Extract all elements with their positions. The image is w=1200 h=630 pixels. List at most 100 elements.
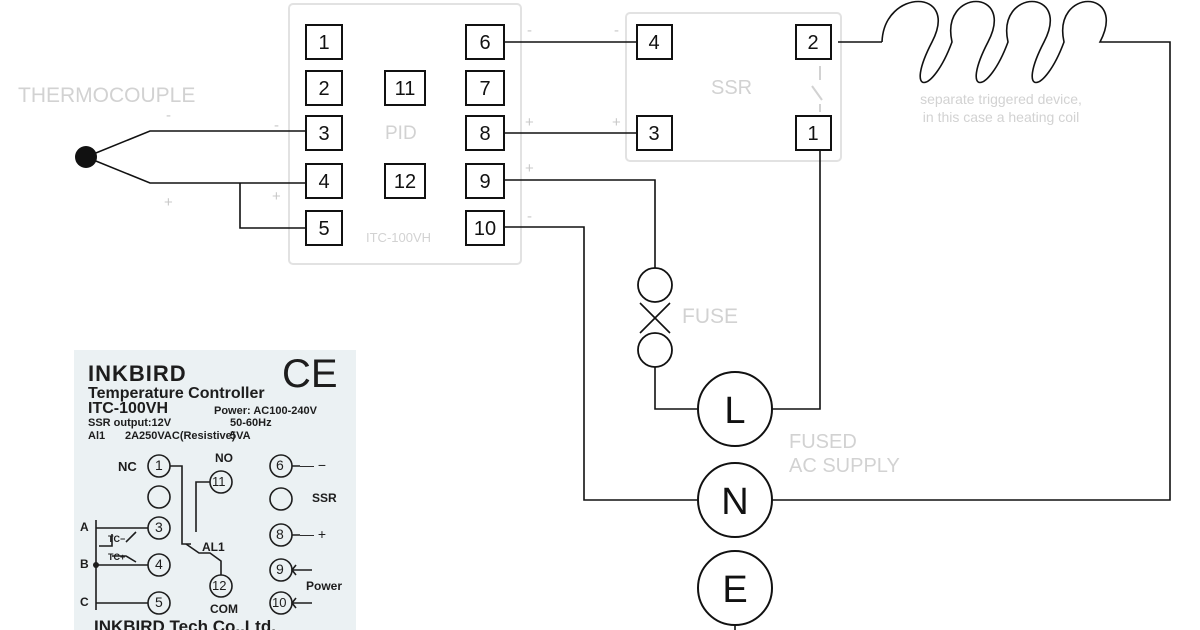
label-t12: 12 [212,578,227,593]
label-com: COM [210,602,238,616]
label-t3: 3 [155,519,163,535]
live-terminal-icon [697,371,773,447]
wire-pid10-neutral [504,226,697,501]
label-t6: 6 [276,457,284,473]
svg-text:6: 6 [479,32,490,54]
label-t11: 11 [212,474,226,489]
label-model: ITC-100VH [88,400,169,417]
live-letter: L [724,390,745,432]
ssr-t3-sign: + [612,114,621,131]
svg-text:2: 2 [807,32,818,54]
label-brand: INKBIRD [88,361,187,386]
ssr-terminal-3: 3 [636,115,673,151]
label-ssr-output: SSR output:12V [88,417,172,429]
label-frequency: 50-60Hz [230,417,272,429]
label-al1: Al1 [88,430,106,442]
wire-t4-t5 [239,183,306,229]
fuse-lower-icon [637,332,673,368]
svg-text:9: 9 [479,171,490,193]
thermocouple-label: THERMOCOUPLE [18,84,195,107]
label-t9: 9 [276,561,284,577]
wire-fuse-live [654,367,697,410]
pid-t4-sign: + [272,188,281,205]
label-product: Temperature Controller [88,385,265,402]
neutral-letter: N [721,481,748,523]
ssr-housing [625,12,842,162]
supply-label-line1: FUSED [789,431,857,453]
svg-text:12: 12 [394,171,416,193]
ssr-switch-symbol [811,66,823,112]
supply-label-line2: AC SUPPLY [789,455,900,477]
label-c: C [80,595,89,609]
svg-text:4: 4 [648,32,659,54]
svg-text:10: 10 [474,218,496,240]
label-photo-lines [93,454,312,615]
label-al1-rating: 2A250VAC(Resistive) [125,430,236,442]
pid-model-label: ITC-100VH [366,230,431,245]
fuse-upper-icon [637,267,673,303]
pid-terminal-7: 7 [465,70,505,106]
pid-t9-sign: + [525,160,534,177]
tc-wire-plus [85,156,306,184]
label-no: NO [215,451,233,465]
pid-t10-sign: - [527,208,532,225]
pid-t8-sign: + [525,114,534,131]
tc-plus-sign: + [164,194,173,211]
label-va: 5VA [230,430,251,442]
ssr-t4-sign: - [614,22,619,39]
svg-text:1: 1 [807,123,818,145]
label-t1: 1 [155,457,163,473]
pid-terminal-3: 3 [305,115,343,151]
pid-terminal-4: 4 [305,163,343,199]
pid-t6-sign: - [527,22,532,39]
svg-text:4: 4 [318,171,329,193]
wire-ssr1-live [772,150,821,410]
pid-terminal-12: 12 [384,163,426,199]
ssr-terminal-2: 2 [795,24,832,60]
pid-terminal-8: 8 [465,115,505,151]
label-tc-minus: TC− [108,534,126,544]
fuse-cross-icon [639,302,671,334]
ssr-terminal-4: 4 [636,24,673,60]
ssr-terminal-1: 1 [795,115,832,151]
earth-letter: E [722,569,747,611]
pid-t3-sign: - [274,117,279,134]
label-t6-dash: — − [300,457,327,473]
pid-terminal-10: 10 [465,210,505,246]
label-t10: 10 [272,595,287,610]
heater-caption-line1: separate triggered device, [920,91,1082,107]
label-nc: NC [118,459,137,474]
controller-label-photo: INKBIRD CE Temperature Controller ITC-10… [74,350,356,630]
pid-terminal-2: 2 [305,70,343,106]
label-tc-plus: TC+ [108,552,126,562]
pid-terminal-11: 11 [384,70,426,106]
label-al1-switch: AL1 [202,540,225,554]
svg-text:2: 2 [318,78,329,100]
neutral-terminal-icon [697,462,773,538]
label-power: Power: AC100-240V [214,405,317,417]
label-power-word: Power [306,579,343,593]
label-b: B [80,557,89,571]
wire-pid9-fuse [504,179,656,268]
svg-text:11: 11 [395,78,416,100]
tc-minus-sign: - [166,107,171,124]
thermocouple-junction-icon [75,146,97,168]
label-t8: 8 [276,526,284,542]
label-t4: 4 [155,556,163,572]
label-ssr: SSR [312,491,337,505]
label-ce-mark: CE [282,352,338,396]
svg-text:3: 3 [648,123,659,145]
ssr-label: SSR [711,77,752,99]
heater-caption-line2: in this case a heating coil [923,109,1079,125]
svg-text:1: 1 [318,32,329,54]
pid-terminal-9: 9 [465,163,505,199]
pid-terminal-5: 5 [305,210,343,246]
svg-text:7: 7 [479,78,490,100]
svg-text:5: 5 [318,218,329,240]
pid-housing [288,3,522,265]
heating-coil-icon [772,0,1171,501]
pid-label: PID [385,123,417,144]
pid-terminal-6: 6 [465,24,505,60]
label-a: A [80,520,89,534]
